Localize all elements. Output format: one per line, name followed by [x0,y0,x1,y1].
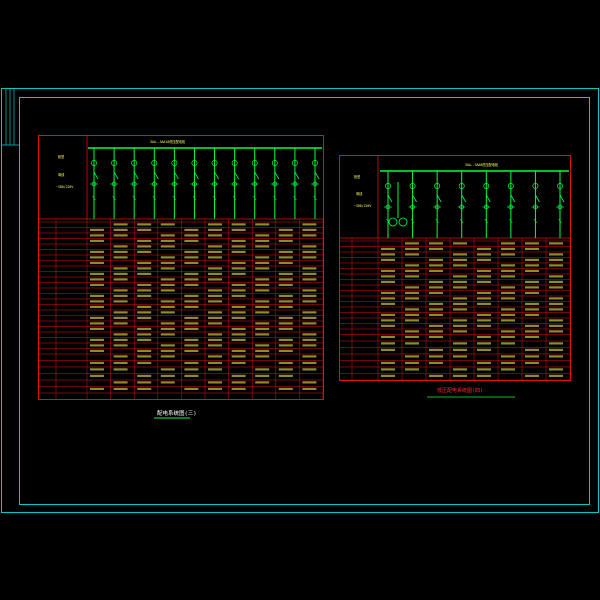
feeder-circuit [250,148,260,219]
left-side-label-1: 柜型 [58,154,65,159]
feeder-circuit [90,148,99,219]
feeder-circuit [290,148,300,219]
feeder-circuit [150,148,159,219]
left-side-label-3: ~380/220V [56,185,73,189]
feeder-circuit [210,148,219,219]
right-header-title: 3AA--3AA8低压配电柜 [465,162,499,167]
right-side-label-1: 柜型 [354,174,361,179]
feeder-circuit [506,171,516,238]
right-panel-frame [339,155,571,381]
feeder-circuit [110,148,119,219]
feeder-circuit [170,148,179,219]
feeder-circuit [408,171,417,238]
feeder-circuit [457,171,467,238]
feeder-circuit [270,148,280,219]
outer-sheet-frame [1,88,599,513]
left-side-label-2: 母线 [58,172,65,177]
feeder-circuit [433,171,442,238]
right-feeder-group [384,171,565,238]
feeder-circuit [311,148,320,219]
feeder-circuit [531,171,540,238]
feeder-circuit [384,171,393,238]
right-side-label-3: ~380/220V [354,204,371,208]
right-caption: 低压配电系统图(四) [437,387,483,394]
left-data-table [38,219,324,400]
feeder-circuit [230,148,239,219]
left-feeder-group [90,148,320,219]
transformer-symbol [388,182,408,227]
right-side-label-2: 母线 [356,191,363,196]
binding-strip [1,88,20,146]
inner-sheet-frame [19,97,590,505]
feeder-circuit [130,148,139,219]
right-data-table [339,238,571,381]
left-panel-frame [38,135,324,400]
feeder-circuit [556,171,565,238]
left-header-title: 3AA--3AA10低压配电柜 [150,139,186,144]
left-caption: 配电系统图(三) [157,409,197,417]
feeder-circuit [482,171,491,238]
left-distribution-panel: 3AA--3AA10低压配电柜 柜型 母线 ~380/220V 配电系统图(三) [38,135,324,419]
feeder-circuit [190,148,199,219]
right-distribution-panel: 3AA--3AA8低压配电柜 柜型 母线 ~380/220V 低压配电系统图(四… [339,155,571,398]
